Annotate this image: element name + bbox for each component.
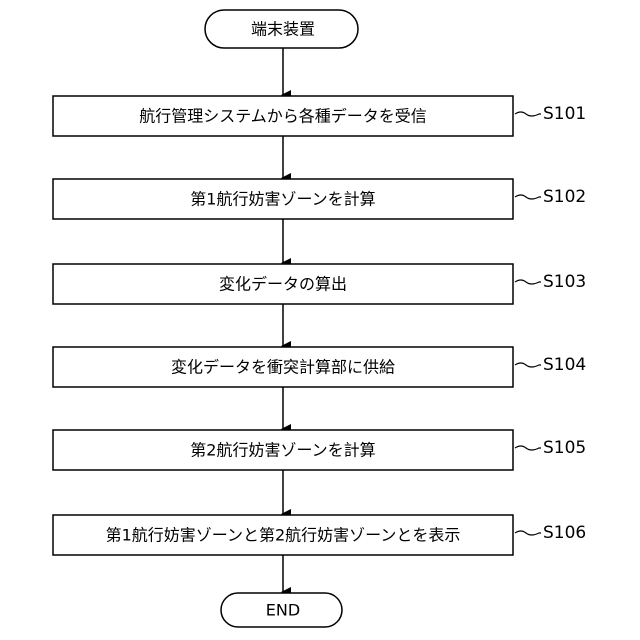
- start-terminal: 端末装置: [205, 10, 358, 48]
- process-step-s103: 変化データの算出 S103: [53, 264, 586, 304]
- process-label: 第1航行妨害ゾーンを計算: [190, 190, 375, 209]
- step-leader-line: [515, 531, 541, 535]
- process-step-s104: 変化データを衝突計算部に供給 S104: [53, 347, 586, 387]
- step-number: S103: [543, 272, 586, 292]
- process-label: 変化データを衝突計算部に供給: [171, 358, 395, 377]
- process-step-s102: 第1航行妨害ゾーンを計算 S102: [53, 179, 586, 219]
- step-leader-line: [515, 195, 541, 199]
- step-number: S102: [543, 187, 586, 207]
- process-step-s106: 第1航行妨害ゾーンと第2航行妨害ゾーンとを表示 S106: [53, 515, 586, 555]
- step-leader-line: [515, 280, 541, 284]
- step-number: S101: [543, 104, 586, 124]
- step-number: S106: [543, 523, 586, 543]
- step-number: S104: [543, 355, 586, 375]
- process-label: 第1航行妨害ゾーンと第2航行妨害ゾーンとを表示: [106, 526, 461, 545]
- process-label: 第2航行妨害ゾーンを計算: [190, 441, 375, 460]
- step-number: S105: [543, 438, 586, 458]
- start-terminal-label: 端末装置: [251, 20, 315, 39]
- process-label: 変化データの算出: [219, 275, 347, 294]
- step-leader-line: [515, 446, 541, 450]
- process-step-s101: 航行管理システムから各種データを受信 S101: [53, 96, 586, 136]
- end-terminal-label: END: [266, 601, 300, 620]
- process-label: 航行管理システムから各種データを受信: [139, 107, 427, 126]
- step-leader-line: [515, 112, 541, 116]
- step-leader-line: [515, 363, 541, 367]
- process-step-s105: 第2航行妨害ゾーンを計算 S105: [53, 430, 586, 470]
- end-terminal: END: [221, 593, 342, 627]
